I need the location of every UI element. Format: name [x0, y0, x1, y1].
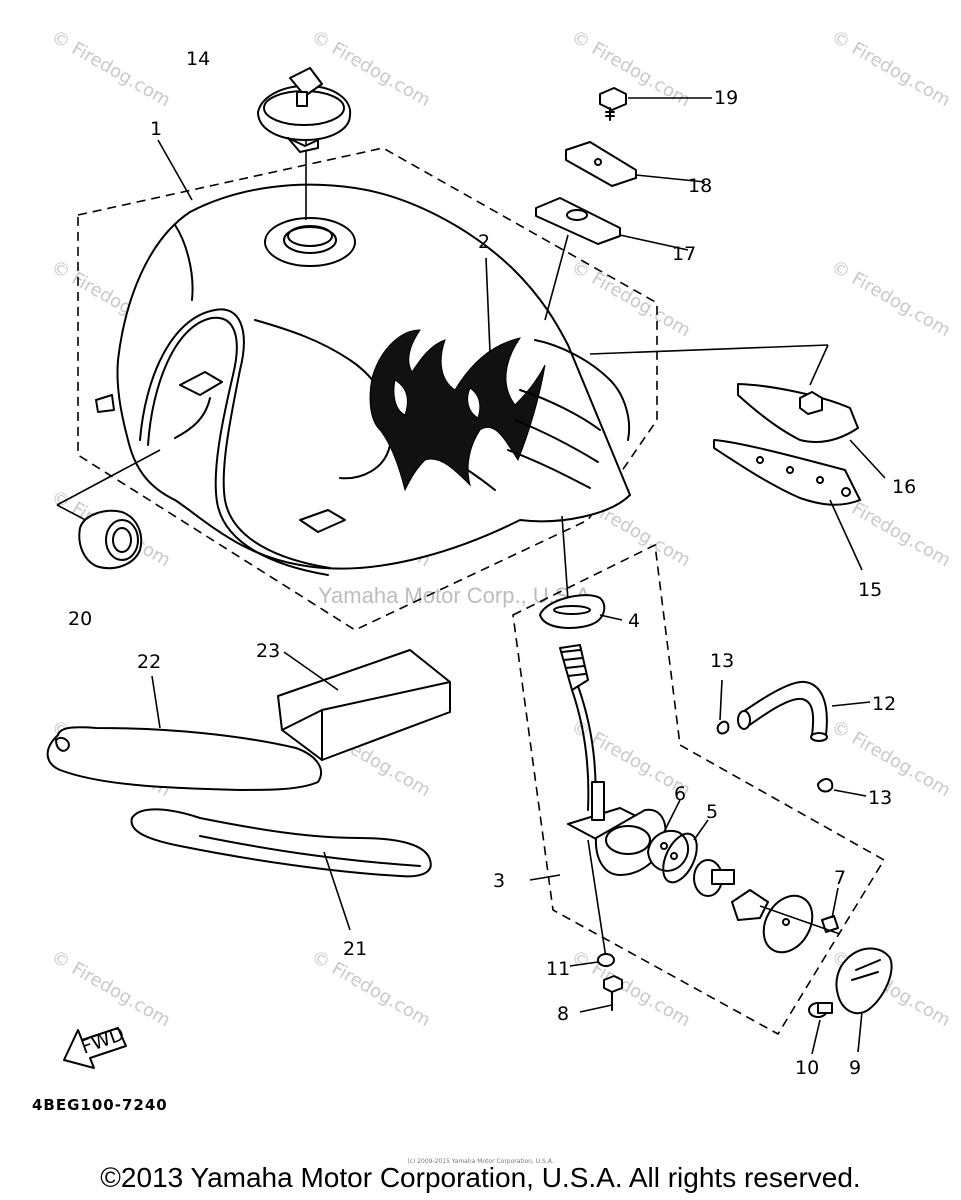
filler-neck [264, 217, 356, 267]
callout-label: 2 [478, 231, 490, 253]
plate-7-screw [759, 887, 841, 954]
leader-16b [809, 344, 829, 386]
callout-label: 10 [795, 1057, 819, 1079]
watermark-firedog: © Firedog.com [828, 256, 954, 341]
callout-label: 21 [343, 938, 367, 960]
callout-label: 13 [868, 787, 892, 809]
bolt-19 [599, 87, 712, 121]
clip-13-upper [716, 679, 730, 735]
screw-8 [579, 975, 623, 1013]
petcock-assembly-outline [512, 543, 886, 1036]
forward-arrow: FWD [63, 1023, 127, 1069]
pad-23 [277, 649, 451, 761]
leader-16a [589, 344, 829, 355]
pad-22 [46, 675, 323, 791]
callout-label: 11 [546, 958, 570, 980]
watermark-firedog: © Firedog.com [828, 26, 954, 111]
callout-label: 20 [68, 608, 92, 630]
watermark-firedog: © Firedog.com [568, 256, 694, 341]
copyright-notice: ©2013 Yamaha Motor Corporation, U.S.A. A… [100, 1162, 861, 1193]
pad-21 [130, 808, 432, 931]
callout-label: 19 [714, 87, 738, 109]
side-cover-16 [737, 383, 886, 479]
callout-label: 7 [834, 867, 846, 889]
callout-label: 13 [710, 650, 734, 672]
leader-20a [56, 449, 161, 506]
watermark-firedog: © Firedog.com [48, 946, 174, 1031]
leader-17 [544, 234, 569, 321]
callout-label: 9 [849, 1057, 861, 1079]
callout-labels: 1 2 3 4 5 6 7 8 9 10 11 12 13 13 14 15 1… [68, 48, 916, 1079]
callout-label: 4 [628, 610, 640, 632]
watermark-firedog: © Firedog.com [568, 946, 694, 1031]
callout-label: 6 [674, 783, 686, 805]
cock-lever-valve [693, 859, 769, 921]
callout-label: 17 [672, 243, 696, 265]
callout-label: 1 [150, 118, 162, 140]
small-credit: (c) 2009-2015 Yamaha Motor Corporation, … [407, 1158, 554, 1165]
tank-decal [369, 329, 546, 492]
hose-12 [737, 680, 871, 742]
leader-4a [561, 515, 569, 601]
leader-1 [157, 139, 193, 201]
callout-label: 3 [493, 870, 505, 892]
grommet-20 [78, 509, 143, 570]
watermark-firedog: © Firedog.com [308, 946, 434, 1031]
fuel-cock-3 [529, 644, 667, 959]
callout-label: 18 [688, 175, 712, 197]
plate-18 [565, 141, 706, 187]
washer-11 [569, 953, 615, 967]
callout-label: 14 [186, 48, 210, 70]
callout-label: 12 [872, 693, 896, 715]
callout-label: 8 [557, 1003, 569, 1025]
fuel-cap [257, 67, 352, 153]
callout-label: 22 [137, 651, 161, 673]
screw-10 [808, 1002, 833, 1055]
fuel-tank [95, 183, 631, 576]
drawing-code: 4BEG100-7240 [32, 1096, 168, 1114]
o-ring-5 [662, 819, 709, 884]
watermark-firedog: © Firedog.com [48, 26, 174, 111]
lever-9 [835, 947, 893, 1053]
callout-label: 15 [858, 579, 882, 601]
callout-label: 16 [892, 476, 916, 498]
gasket-4 [539, 594, 623, 629]
leader-2 [485, 257, 491, 353]
callout-label: 5 [706, 801, 718, 823]
tank-assembly-outline [77, 147, 658, 631]
callout-label: 23 [256, 640, 280, 662]
damper-17 [535, 197, 689, 251]
side-cover-15 [713, 439, 863, 571]
clip-13-lower [817, 778, 867, 797]
